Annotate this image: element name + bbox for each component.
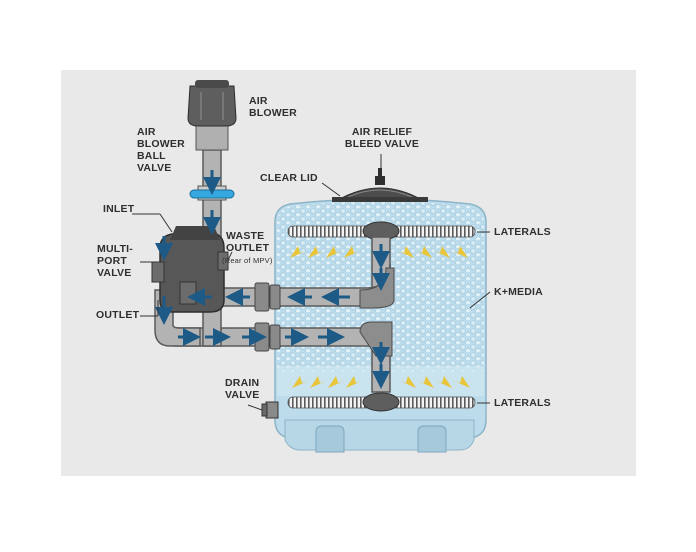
air-blower [187, 80, 237, 151]
yellow-arrows [290, 246, 470, 388]
laterals-top [287, 221, 476, 241]
label-inlet: INLET [103, 203, 135, 215]
laterals-bottom [287, 392, 476, 412]
leader-lines [132, 154, 491, 411]
label-multi-port-valve: MULTI- PORT VALVE [97, 243, 133, 279]
label-air-blower: AIR BLOWER [249, 95, 297, 119]
drain-valve [261, 401, 279, 419]
label-outlet: OUTLET [96, 309, 140, 321]
label-waste-outlet: WASTE OUTLET [226, 230, 270, 254]
label-waste-outlet-note: (Rear of MPV) [222, 256, 273, 265]
label-k-media: K+MEDIA [494, 286, 543, 298]
air-relief-bleed-valve [375, 176, 385, 185]
multiport-valve [151, 226, 229, 313]
label-air-blower-ball-valve: AIR BLOWER BALL VALVE [137, 126, 185, 174]
label-drain-valve: DRAIN VALVE [225, 377, 260, 401]
filter-tank [274, 168, 487, 453]
flow-arrows [155, 170, 390, 389]
label-clear-lid: CLEAR LID [260, 172, 318, 184]
label-laterals-top: LATERALS [494, 226, 551, 238]
label-air-relief-bleed-valve: AIR RELIEF BLEED VALVE [344, 126, 420, 150]
label-laterals-bottom: LATERALS [494, 397, 551, 409]
